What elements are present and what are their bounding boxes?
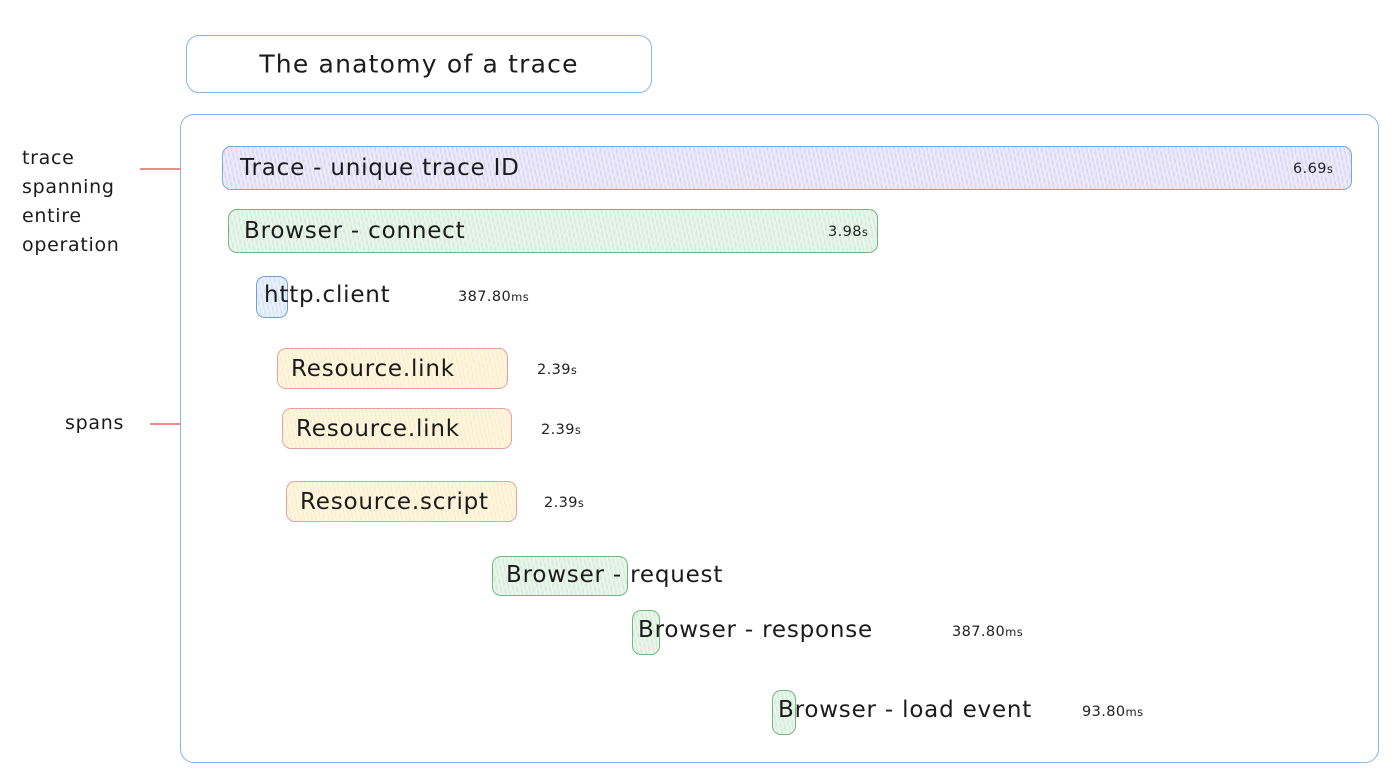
span-label-browser-connect: Browser - connect — [244, 218, 466, 244]
duration-value: 3.98 — [828, 224, 862, 240]
span-label-trace-root: Trace - unique trace ID — [240, 155, 520, 181]
span-bar-resource-link-2[interactable] — [282, 408, 512, 449]
span-duration-browser-load-event: 93.80ms — [1082, 704, 1144, 720]
duration-value: 2.39 — [541, 422, 575, 438]
duration-value: 6.69 — [1293, 161, 1327, 177]
duration-unit: s — [861, 225, 869, 239]
duration-unit: s — [577, 496, 585, 510]
span-duration-resource-link-1: 2.39s — [537, 362, 577, 378]
span-bar-browser-load-event[interactable] — [772, 690, 796, 735]
span-duration-browser-connect: 3.98s — [828, 224, 868, 240]
span-bar-http-client[interactable] — [256, 276, 288, 318]
duration-unit: s — [1326, 162, 1334, 176]
page-title: The anatomy of a trace — [259, 49, 579, 79]
span-bar-resource-script[interactable] — [286, 481, 517, 522]
trace-leader-line — [140, 168, 198, 170]
duration-unit: ms — [511, 290, 530, 304]
trace-annotation-label: trace spanning entire operation — [22, 147, 120, 256]
span-bar-trace-root[interactable] — [222, 146, 1352, 190]
duration-unit: s — [574, 423, 582, 437]
duration-value: 387.80 — [952, 624, 1006, 640]
span-duration-resource-script: 2.39s — [544, 495, 584, 511]
span-duration-resource-link-2: 2.39s — [541, 422, 581, 438]
span-duration-http-client: 387.80ms — [458, 289, 529, 305]
span-label-http-client: http.client — [264, 282, 391, 308]
duration-unit: s — [570, 363, 578, 377]
span-label-browser-request: Browser - request — [506, 562, 724, 588]
duration-unit: ms — [1125, 705, 1144, 719]
span-label-resource-link-1: Resource.link — [291, 356, 455, 382]
span-bar-browser-connect[interactable] — [228, 209, 878, 253]
span-bar-resource-link-1[interactable] — [277, 348, 508, 389]
span-label-resource-script: Resource.script — [300, 489, 489, 515]
span-label-browser-load-event: Browser - load event — [778, 697, 1033, 723]
span-label-resource-link-2: Resource.link — [296, 416, 460, 442]
duration-value: 387.80 — [458, 289, 512, 305]
span-label-browser-response: Browser - response — [638, 617, 873, 643]
duration-value: 2.39 — [537, 362, 571, 378]
spans-annotation-label: spans — [65, 412, 125, 434]
span-duration-browser-response: 387.80ms — [952, 624, 1023, 640]
duration-value: 93.80 — [1082, 704, 1126, 720]
title-card: The anatomy of a trace — [186, 35, 652, 93]
duration-value: 2.39 — [544, 495, 578, 511]
span-bar-browser-response[interactable] — [632, 610, 660, 655]
duration-unit: ms — [1005, 625, 1024, 639]
span-bar-browser-request[interactable] — [492, 556, 628, 596]
span-duration-trace-root: 6.69s — [1293, 161, 1333, 177]
